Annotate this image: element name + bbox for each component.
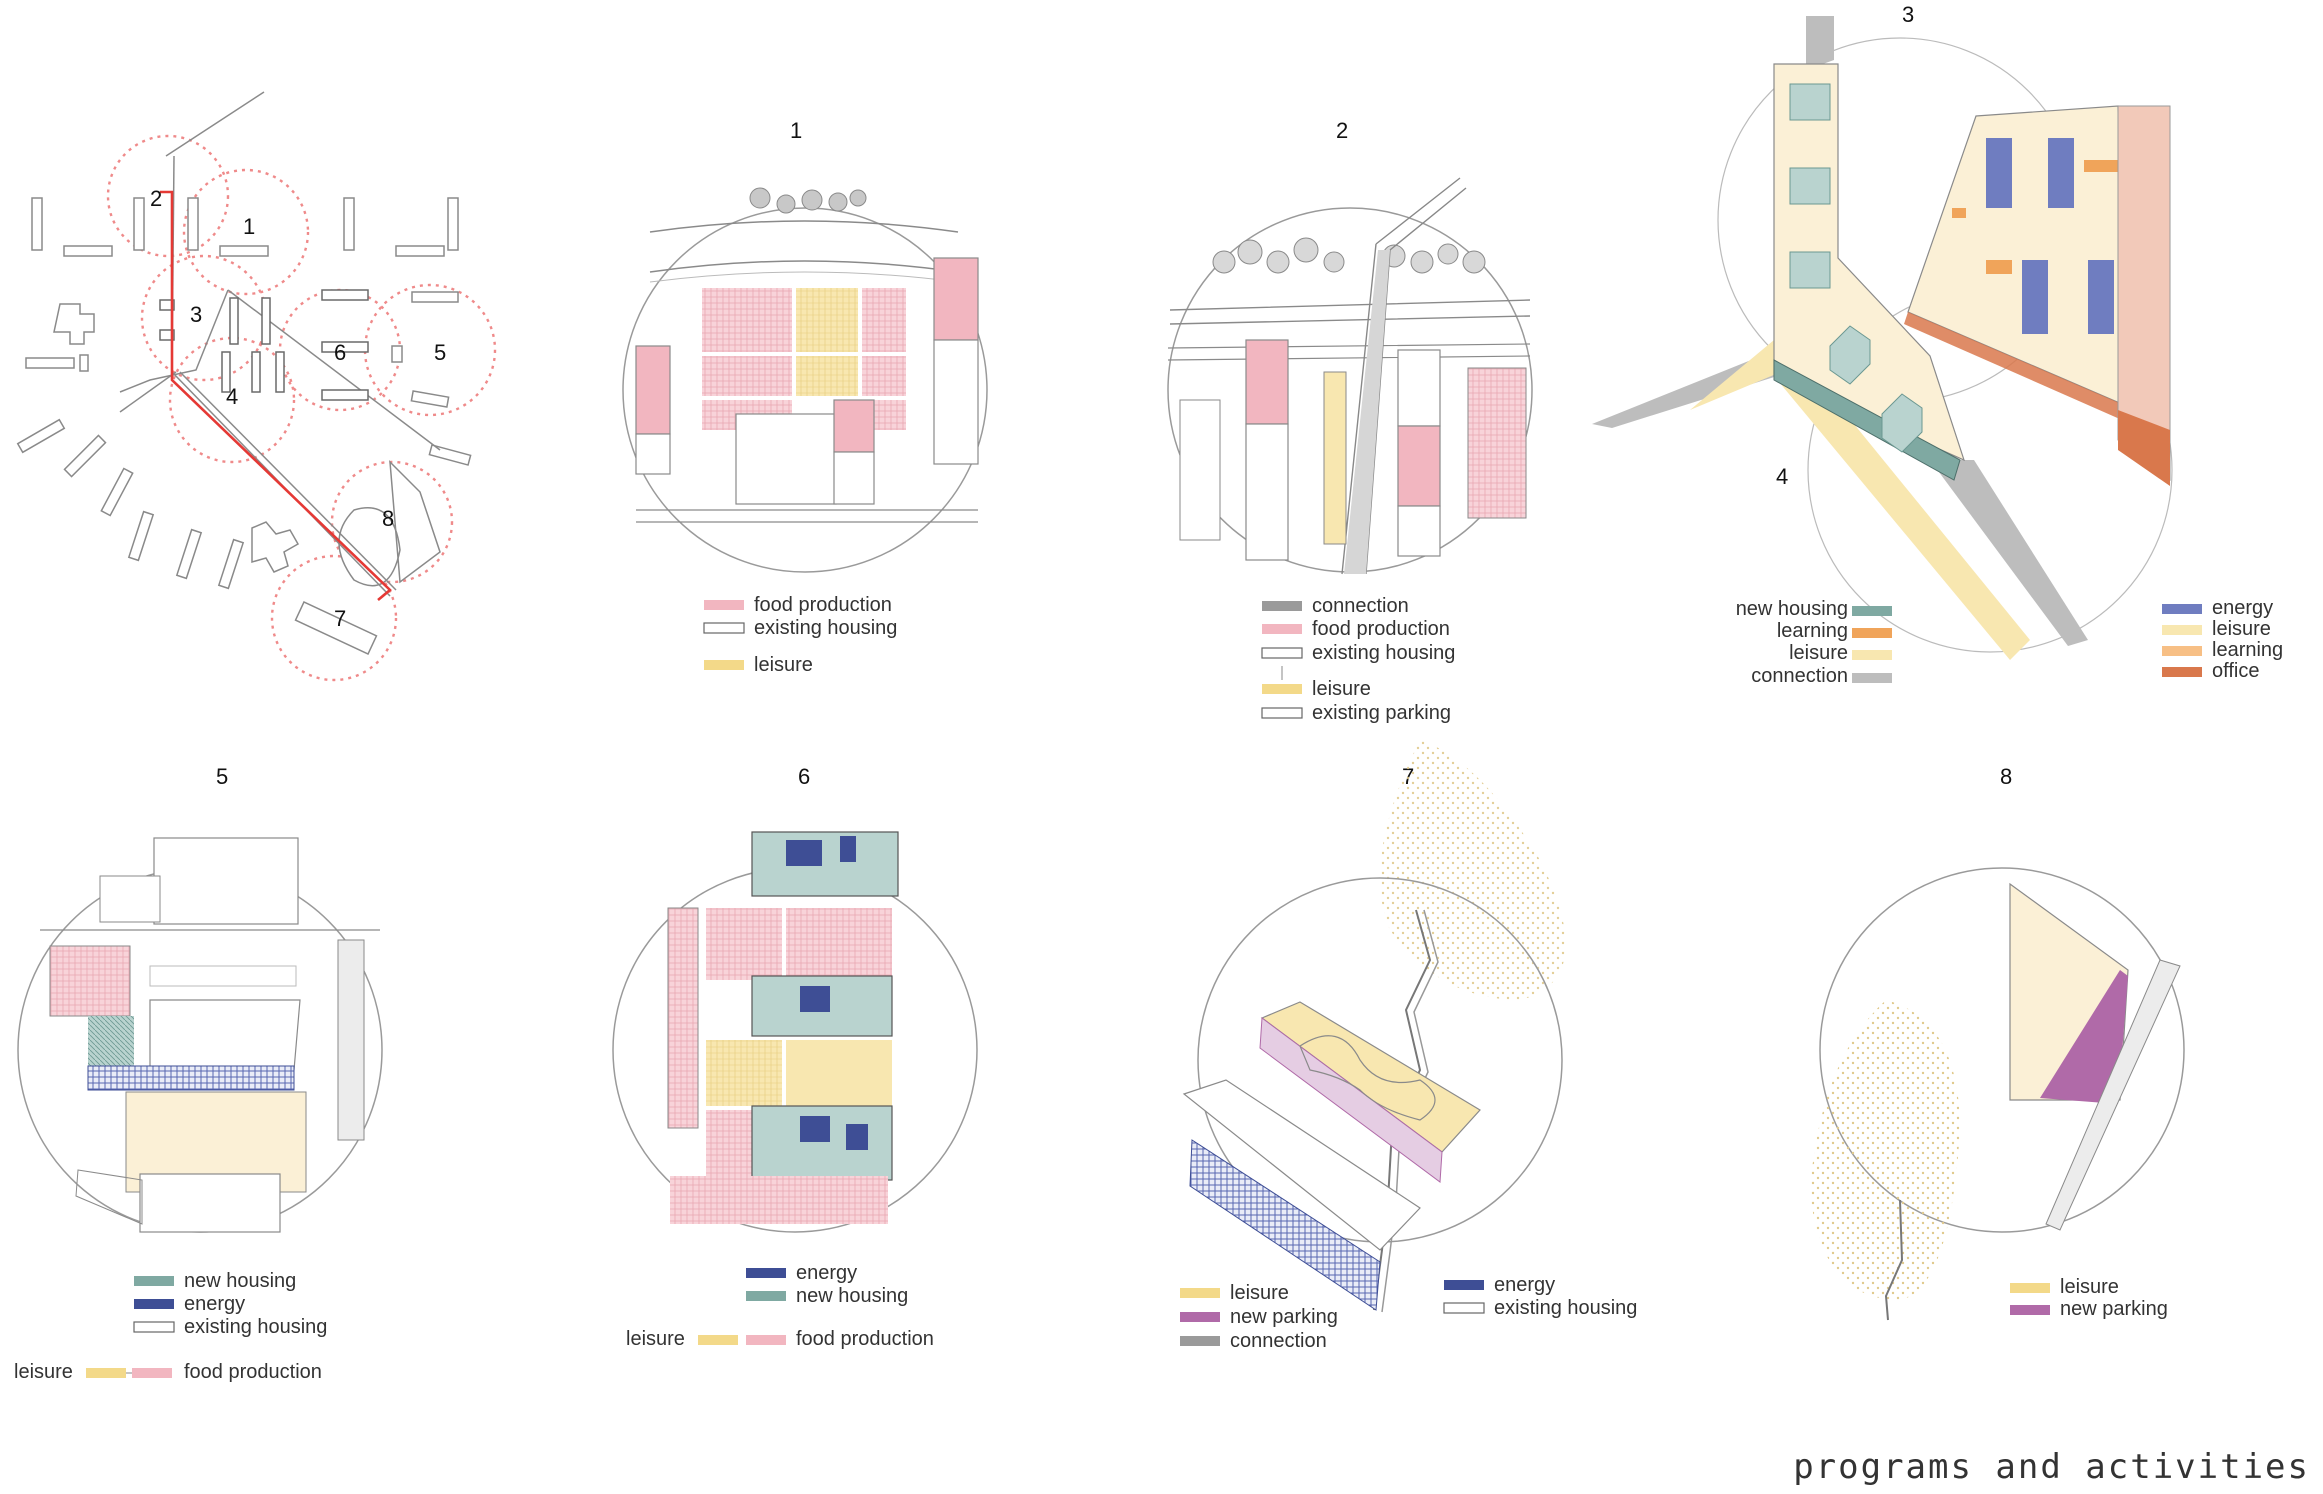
panel-2-legend-swatch-0 bbox=[1262, 601, 1302, 611]
panel-3-legend-left-swatch-0 bbox=[1852, 606, 1892, 616]
panel-3-legend-right-swatch-1 bbox=[2162, 625, 2202, 635]
site-route bbox=[160, 190, 392, 601]
panel-5-legend-2: existing housing bbox=[184, 1316, 327, 1338]
site-circles bbox=[106, 134, 497, 682]
panel-5-legend-0: new housing bbox=[184, 1270, 296, 1292]
panel-1-leisure-area-1 bbox=[796, 288, 858, 352]
panel-4-label: 4 bbox=[1776, 464, 1788, 489]
panel-3-legend-right-swatch-0 bbox=[2162, 604, 2202, 614]
panel-1: 1 food production existing housing bbox=[622, 118, 988, 676]
panel-1-legend-swatch-1 bbox=[703, 622, 745, 634]
panel-3-legend-right-0: energy bbox=[2212, 597, 2273, 619]
panel-2-legend-2: existing housing bbox=[1312, 642, 1455, 664]
panel-8: 8 leisure new parking bbox=[1810, 764, 2185, 1321]
panel-2-trees bbox=[1212, 237, 1486, 274]
panel-1-legend-1: existing housing bbox=[754, 617, 897, 639]
panel-3-legend-right-3: office bbox=[2212, 660, 2259, 682]
panel-7-legend-left-swatch-0 bbox=[1180, 1288, 1220, 1298]
panel-5-legend-pair-swatch-0 bbox=[86, 1368, 126, 1378]
panel-6-legend-pair-0: leisure bbox=[626, 1328, 685, 1350]
panel-2-legend-swatch-2 bbox=[1261, 647, 1303, 659]
panel-3-legend-left-swatch-3 bbox=[1852, 673, 1892, 683]
panel-6: 6 energy new housing leisure food produc… bbox=[612, 764, 978, 1350]
panel-2-legend-0: connection bbox=[1312, 595, 1409, 617]
panel-6-legend-1: new housing bbox=[796, 1285, 908, 1307]
site-number-6: 6 bbox=[334, 340, 346, 365]
panel-6-legend-pair-swatch-1 bbox=[746, 1335, 786, 1345]
panel-1-trees bbox=[749, 187, 867, 214]
panel-1-legend-swatch-0 bbox=[704, 600, 744, 610]
panel-3-legend-left-0: new housing bbox=[1736, 598, 1848, 620]
panel-2-legend-swatch-1 bbox=[1262, 624, 1302, 634]
panel-1-legend-2: leisure bbox=[754, 654, 813, 676]
panel-6-legend-pair-swatch-0 bbox=[698, 1335, 738, 1345]
panel-3-legend-left-swatch-2 bbox=[1852, 650, 1892, 660]
site-cluster bbox=[159, 289, 369, 401]
panel-8-label: 8 bbox=[2000, 764, 2012, 789]
panel-6-legend-swatch-1 bbox=[746, 1291, 786, 1301]
panel-7-legend-left-2: connection bbox=[1230, 1330, 1327, 1352]
panel-7-legend-left-1: new parking bbox=[1230, 1306, 1338, 1328]
site-number-7: 7 bbox=[334, 606, 346, 631]
panel-3-label: 3 bbox=[1902, 2, 1914, 27]
site-number-5: 5 bbox=[434, 340, 446, 365]
panel-8-legend-1: new parking bbox=[2060, 1298, 2168, 1320]
panel-7-legend-right-1: existing housing bbox=[1494, 1297, 1637, 1319]
panel-6-label: 6 bbox=[798, 764, 810, 789]
panel-7-legend-right-0: energy bbox=[1494, 1274, 1555, 1296]
site-number-3: 3 bbox=[190, 302, 202, 327]
panel-5-label: 5 bbox=[216, 764, 228, 789]
panel-6-legend-pair-1: food production bbox=[796, 1328, 934, 1350]
panel-3-legend-right-2: learning bbox=[2212, 639, 2283, 661]
panel-2-legend-swatch-4 bbox=[1261, 707, 1303, 719]
panel-1-legend-0: food production bbox=[754, 594, 892, 616]
panel-7-legend-left-0: leisure bbox=[1230, 1282, 1289, 1304]
panel-7-legend-right-swatch-0 bbox=[1444, 1280, 1484, 1290]
panel-7-legend-left-swatch-1 bbox=[1180, 1312, 1220, 1322]
panel-6-legend-0: energy bbox=[796, 1262, 857, 1284]
site-number-2: 2 bbox=[150, 186, 162, 211]
site-number-4: 4 bbox=[226, 384, 238, 409]
panel-2: 2 connection food production existing ho… bbox=[1167, 118, 1533, 724]
panel-5-legend-pair-0: leisure bbox=[14, 1361, 73, 1383]
panel-8-legend-swatch-1 bbox=[2010, 1305, 2050, 1315]
panel-3-legend-right-1: leisure bbox=[2212, 618, 2271, 640]
site-buildings bbox=[16, 197, 472, 655]
panel-2-label: 2 bbox=[1336, 118, 1348, 143]
panel-3-legend-left-3: connection bbox=[1751, 665, 1848, 687]
panel-5-legend-pair-swatch-1 bbox=[132, 1368, 172, 1378]
panel-1-label: 1 bbox=[790, 118, 802, 143]
panel-5: 5 new housing energy existing housing le… bbox=[14, 764, 383, 1383]
site-number-8: 8 bbox=[382, 506, 394, 531]
panel-3-legend-left-2: leisure bbox=[1789, 642, 1848, 664]
panel-7: 7 leisure new parking connection energy … bbox=[1180, 740, 1637, 1352]
panel-3-legend-left-swatch-1 bbox=[1852, 628, 1892, 638]
site-plan-numbers: 1 2 3 4 5 6 7 8 bbox=[150, 186, 446, 631]
panel-2-legend-swatch-3 bbox=[1262, 684, 1302, 694]
panel-3-legend-right-swatch-3 bbox=[2162, 667, 2202, 677]
panel-3-legend-right-swatch-2 bbox=[2162, 646, 2202, 656]
panel-2-legend-4: existing parking bbox=[1312, 702, 1451, 724]
panel-7-legend-right-swatch-1 bbox=[1443, 1302, 1485, 1314]
panel-5-legend-pair-1: food production bbox=[184, 1361, 322, 1383]
panel-7-legend-left-swatch-2 bbox=[1180, 1336, 1220, 1346]
panel-3: 3 4 new housing learning bbox=[1592, 2, 2283, 687]
panel-3-legend-left-1: learning bbox=[1777, 620, 1848, 642]
site-number-1: 1 bbox=[243, 214, 255, 239]
panel-2-legend-3: leisure bbox=[1312, 678, 1371, 700]
panel-5-legend-1: energy bbox=[184, 1293, 245, 1315]
panel-5-legend-swatch-1 bbox=[134, 1299, 174, 1309]
panel-2-legend-1: food production bbox=[1312, 618, 1450, 640]
panel-1-food-area-1 bbox=[702, 288, 792, 352]
panel-8-legend-0: leisure bbox=[2060, 1276, 2119, 1298]
panel-6-legend-swatch-0 bbox=[746, 1268, 786, 1278]
panel-5-legend-swatch-0 bbox=[134, 1276, 174, 1286]
panel-1-legend-swatch-2 bbox=[704, 660, 744, 670]
site-plan: 1 2 3 4 5 6 7 8 bbox=[16, 91, 497, 682]
panel-5-legend-swatch-2 bbox=[133, 1321, 175, 1333]
footer-title: programs and activities bbox=[1793, 1447, 2310, 1487]
panel-8-legend-swatch-0 bbox=[2010, 1283, 2050, 1293]
